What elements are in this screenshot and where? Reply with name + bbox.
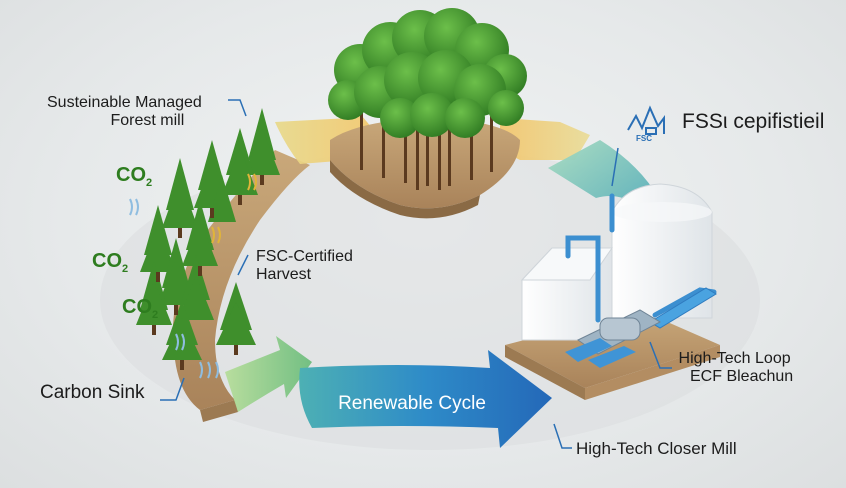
co2-label-3-main: CO (122, 296, 152, 318)
renewable-cycle-label: Renewable Cycle (338, 393, 486, 414)
forest-mill-line1: Susteinable Managed (47, 94, 202, 111)
factory-tall-building (611, 183, 713, 319)
fsc-logo-icon (627, 105, 665, 135)
co2-label-1-main: CO (116, 164, 146, 186)
forest-mill-line2: Forest mill (110, 112, 185, 130)
forest-island-side (330, 160, 480, 219)
arrow-mill-to-fsc (500, 118, 590, 160)
left-forest-trunks (152, 175, 264, 370)
high-tech-loop-line1: High-Tech Loop (678, 350, 791, 367)
co2-label-1: CO2 (116, 164, 152, 189)
high-tech-loop-label: High-Tech Loop ECF Bleachun (676, 350, 794, 387)
factory-platform-top (505, 310, 720, 388)
factory-conveyor (649, 287, 717, 329)
arrow-sink-to-cycle (225, 336, 312, 412)
co2-label-2-main: CO (92, 250, 122, 272)
factory-platform-side-right (585, 345, 720, 400)
forest-strip-ground (172, 150, 310, 410)
harvest-line2: Harvest (256, 266, 312, 284)
renewable-cycle-arrow[interactable] (299, 350, 552, 448)
leader-lines (160, 99, 672, 449)
co2-flow-icons (129, 198, 219, 379)
harvest-label: FSC-Certified Harvest (256, 248, 353, 285)
factory-platform-side-left (505, 345, 585, 400)
co2-label-2-sub: 2 (122, 263, 129, 275)
factory-short-building (520, 247, 613, 341)
co2-label-1-sub: 2 (146, 177, 153, 189)
fsc-logo-text: FSC (636, 134, 652, 143)
high-tech-loop-line2: ECF Bleachun (690, 368, 794, 386)
factory-machinery (565, 309, 662, 368)
left-forest-trees (136, 108, 280, 360)
fsc-cert-label: FSSι cepifistieil (682, 110, 825, 133)
yellow-flow-icons (211, 173, 257, 244)
carbon-sink-label: Carbon Sink (40, 382, 145, 403)
co2-label-2: CO2 (92, 250, 128, 275)
forest-mill-label: Susteinable Managed Forest mill (47, 94, 202, 131)
forest-strip-edge (200, 400, 238, 422)
co2-label-3-sub: 2 (152, 309, 159, 321)
closer-mill-label: High-Tech Closer Mill (576, 439, 737, 458)
harvest-line1: FSC-Certified (256, 248, 353, 265)
forest-island-trees (328, 8, 527, 190)
co2-label-3: CO2 (122, 296, 158, 321)
